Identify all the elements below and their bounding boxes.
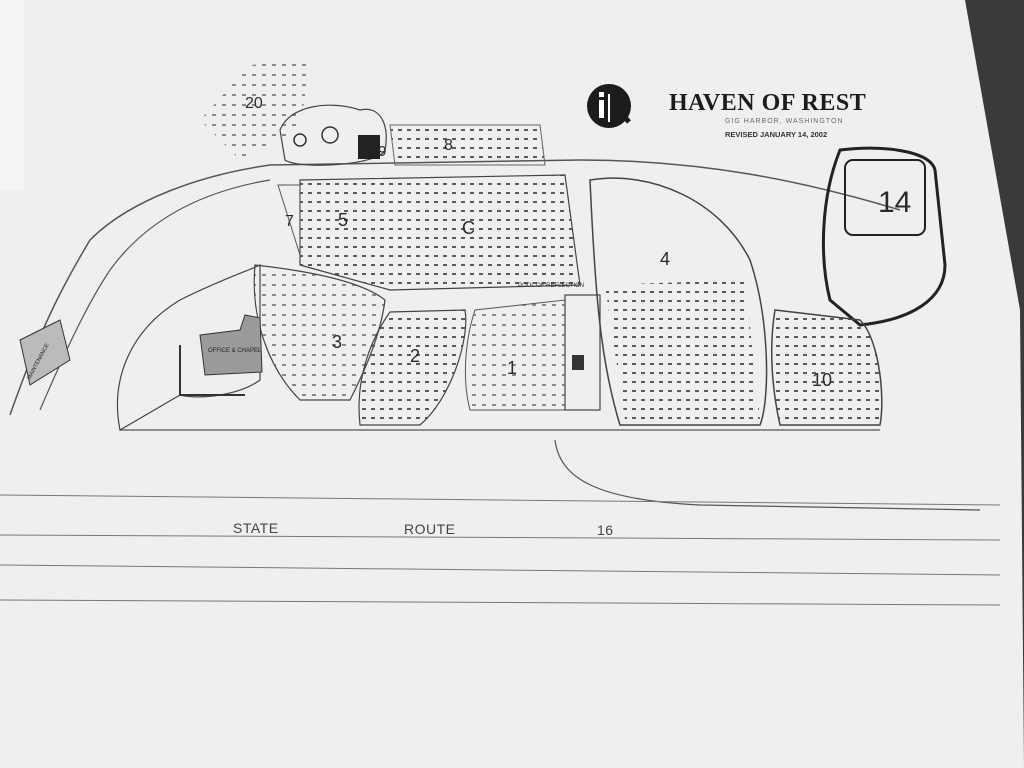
section-label-20: 20 — [245, 95, 263, 112]
maintenance-building — [19, 319, 71, 386]
section-label-3: 3 — [332, 332, 342, 352]
section-label-1: 1 — [507, 358, 517, 378]
section-14-inner — [844, 159, 926, 236]
section-label-8: 8 — [444, 137, 453, 154]
section-2-plots — [358, 309, 467, 426]
section-label-4: 4 — [660, 249, 670, 269]
section-5-c-plots — [299, 174, 581, 291]
brand-title: HAVEN OF REST — [669, 90, 867, 116]
pool-structure — [572, 355, 584, 370]
road-label-route: ROUTE — [404, 521, 456, 537]
section-4-outline — [589, 177, 768, 426]
background-paper-scrap — [0, 0, 24, 190]
haven-of-rest-logo-icon — [587, 84, 631, 128]
road-label-number: 16 — [597, 522, 614, 538]
brand-revised-date: REVISED JANUARY 14, 2002 — [725, 130, 828, 139]
office-walkway — [179, 345, 245, 396]
section-1-plots — [464, 299, 566, 411]
section-7-outline — [277, 184, 301, 256]
section-14-outer — [821, 146, 947, 327]
perimeter-road — [9, 159, 901, 416]
office-chapel-building — [199, 314, 263, 376]
feature-circle — [321, 126, 339, 144]
section-8-plots — [389, 124, 546, 166]
section-label-2: 2 — [410, 346, 420, 366]
route-line — [0, 564, 1001, 576]
entry-road — [554, 439, 981, 511]
section-9-outline — [279, 104, 387, 166]
pool-label: POOL OF REFLECTION — [518, 283, 584, 289]
section-label-5: 5 — [338, 210, 348, 230]
road-label-state: STATE — [233, 520, 279, 536]
section-4-plots — [605, 280, 760, 420]
feature-circle — [293, 133, 307, 147]
brand-location: GIG HARBOR, WASHINGTON — [725, 118, 844, 125]
route-line — [0, 534, 1001, 541]
brand-block: HAVEN OF REST GIG HARBOR, WASHINGTON REV… — [585, 82, 885, 144]
section-label-14: 14 — [878, 186, 911, 219]
pool-strip — [564, 294, 601, 411]
route-line — [0, 494, 1001, 506]
office-chapel-label: OFFICE & CHAPEL — [208, 348, 262, 354]
section-9-building — [358, 135, 380, 159]
section-label-9: 9 — [378, 143, 386, 160]
section-label-c: C — [462, 218, 475, 238]
section-label-10: 10 — [812, 370, 832, 390]
section-10-plots — [771, 309, 883, 426]
route-line — [0, 599, 1001, 606]
section-20-plots — [200, 60, 310, 160]
section-label-7: 7 — [285, 213, 294, 230]
